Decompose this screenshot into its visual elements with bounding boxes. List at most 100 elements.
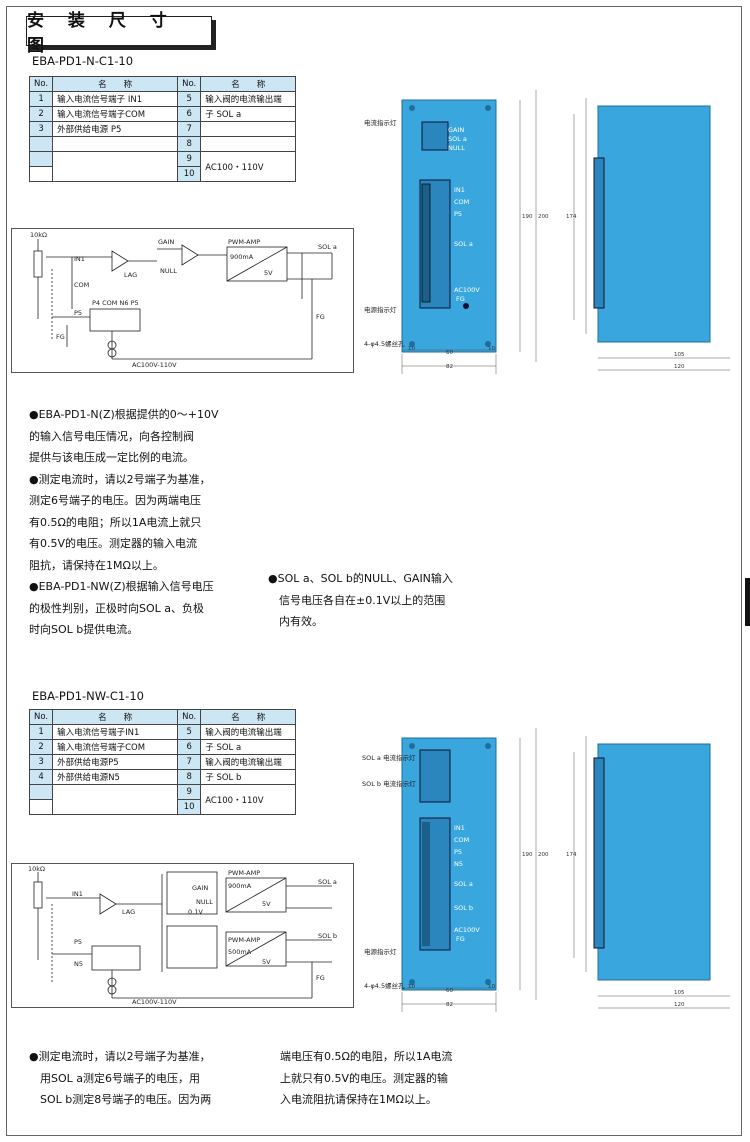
circuit-diagram-1: 10kΩ IN1 COM P5 GAIN LAG NULL PWM-AMP 90… xyxy=(11,228,354,373)
cell-name: 子 SOL a xyxy=(200,739,297,755)
term-fg: FG xyxy=(456,295,465,303)
label-gain: GAIN xyxy=(158,238,175,246)
model-title-2: EBA-PD1-NW-C1-10 xyxy=(32,689,144,703)
table-row: 9 AC100・110V xyxy=(28,784,297,815)
note-line: 端电压有0.5Ω的电阻，所以1A电流 xyxy=(280,1050,453,1063)
label-current-b: 500mA xyxy=(228,948,252,956)
dimension-drawing-1 xyxy=(401,90,730,374)
dim-200: 200 xyxy=(538,214,549,220)
note-line: 有0.5Ω的电阻；所以1A电流上就只 xyxy=(29,515,202,529)
side-tab-marker xyxy=(745,578,750,626)
term-sol-b: SOL b xyxy=(454,904,474,912)
label-gain: GAIN xyxy=(192,884,209,892)
note-line: 时向SOL b提供电流。 xyxy=(29,623,139,636)
dim-190: 190 xyxy=(522,214,533,220)
note-line: 内有效。 xyxy=(279,615,323,628)
label-ac: AC100V-110V xyxy=(132,361,177,369)
cell-name: 输入阀的电流输出端 xyxy=(200,724,297,740)
cell-name: 输入电流信号端子COM xyxy=(52,106,179,122)
dim-174: 174 xyxy=(566,852,577,858)
header-no: No. xyxy=(28,709,54,725)
circuit-diagram-2: 10kΩ IN1 GAIN LAG NULL PWM-AMP 900mA 5V … xyxy=(11,863,354,1008)
term-sol-a: SOL a xyxy=(454,240,473,248)
cell-no: 1 xyxy=(28,724,54,740)
dim-60: 60 xyxy=(446,350,453,356)
cell-no: 5 xyxy=(177,724,202,740)
term-com: COM xyxy=(454,836,470,844)
note-line: ●EBA-PD1-N(Z)根据提供的0～+10V xyxy=(29,408,219,421)
term-in1: IN1 xyxy=(454,824,465,832)
label-5v-a: 5V xyxy=(262,900,271,908)
cell-no: 4 xyxy=(28,769,54,785)
cell-no xyxy=(28,784,54,800)
dimension-drawing-2 xyxy=(401,728,730,1012)
sol-label: SOL a xyxy=(448,135,467,143)
cell-no: 7 xyxy=(177,121,202,137)
label-fg: FG xyxy=(316,313,325,321)
note-line: 入电流阻抗请保持在1MΩ以上。 xyxy=(280,1093,437,1106)
cell-name: 输入电流信号端子COM xyxy=(52,739,179,755)
term-ac: AC100V xyxy=(454,926,480,934)
cell-name xyxy=(52,136,179,152)
power-lamp-label: 电源指示灯 xyxy=(364,306,397,314)
label-5v-b: 5V xyxy=(262,958,271,966)
cell-no: 10 xyxy=(177,799,202,815)
cell-no: 9 xyxy=(177,151,202,167)
status-lamp-label: 电流指示灯 xyxy=(364,119,397,127)
cell-name: 输入电流信号端子 IN1 xyxy=(52,91,179,107)
notes-right-2: 端电压有0.5Ω的电阻，所以1A电流 上就只有0.5V的电压。测定器的输 入电流… xyxy=(280,1046,452,1111)
cell-no: 2 xyxy=(28,739,54,755)
cell-name xyxy=(200,136,297,152)
header-name: 名 称 xyxy=(200,76,297,92)
dim-174: 174 xyxy=(566,214,577,220)
terminal-table-2: No. 名 称 No. 名 称 1 输入电流信号端子IN1 5 输入阀的电流输出… xyxy=(28,709,297,815)
term-p5: P5 xyxy=(454,848,463,856)
label-fg: FG xyxy=(316,974,325,982)
note-line: ●测定电流时，请以2号端子为基准， xyxy=(29,1050,211,1063)
note-line: ●EBA-PD1-NW(Z)根据输入信号电压 xyxy=(29,580,214,593)
label-current: 900mA xyxy=(230,253,254,261)
note-line: 测定6号端子的电压。因为两端电压 xyxy=(29,494,201,507)
cell-name: AC100・110V xyxy=(200,784,297,815)
cell-name: 子 SOL b xyxy=(200,769,297,785)
table-row: 4 外部供给电源N5 8 子 SOL b xyxy=(28,769,297,785)
table-row: 9 AC100・110V xyxy=(28,151,297,182)
label-current-a: 900mA xyxy=(228,882,252,890)
cell-no: 7 xyxy=(177,754,202,770)
dim-200: 200 xyxy=(538,852,549,858)
cell-name: 外部供给电源N5 xyxy=(52,769,179,785)
dim-10-left: 10 xyxy=(408,346,415,352)
notes-right-1: ●SOL a、SOL b的NULL、GAIN输入 信号电压各自在±0.1V以上的… xyxy=(268,568,453,633)
term-p5: P5 xyxy=(454,210,463,218)
dim-10-right: 10 xyxy=(488,346,495,352)
note-line: 用SOL a测定6号端子的电压，用 xyxy=(40,1071,201,1085)
table-row: 2 输入电流信号端子COM 6 子 SOL a xyxy=(28,106,297,122)
cell-no: 8 xyxy=(177,769,202,785)
note-line: SOL b测定8号端子的电压。因为两 xyxy=(40,1093,212,1106)
table-row: 10 xyxy=(28,799,296,815)
sol-a-lamp-label: SOL a 电流指示灯 xyxy=(362,754,416,762)
table-row: 8 xyxy=(28,136,297,152)
cell-name xyxy=(200,121,297,137)
label-sol-a: SOL a xyxy=(318,878,337,886)
term-fg: FG xyxy=(456,935,465,943)
label-lag: LAG xyxy=(122,908,136,916)
note-line: ●测定电流时，请以2号端子为基准， xyxy=(29,472,211,486)
header-no: No. xyxy=(177,76,202,92)
label-resistor: 10kΩ xyxy=(30,231,48,239)
label-pwm-amp-a: PWM-AMP xyxy=(228,869,261,877)
cell-name: 输入阀的电流输出端 xyxy=(200,91,297,107)
cell-no xyxy=(28,151,54,167)
table-row: 3 外部供给电源P5 7 输入阀的电流输出端 xyxy=(28,754,297,770)
label-pwm-amp-b: PWM-AMP xyxy=(228,936,261,944)
mount-hole-label: 4-φ4.5螺丝孔 xyxy=(364,982,405,990)
note-line: 信号电压各自在±0.1V以上的范围 xyxy=(279,593,446,607)
label-null: NULL xyxy=(160,267,177,275)
dim-82: 82 xyxy=(446,364,453,370)
model-title-1: EBA-PD1-N-C1-10 xyxy=(32,54,134,68)
label-fg-left: FG xyxy=(56,333,65,341)
dim-10-right: 10 xyxy=(488,984,495,990)
terminal-table-1: No. 名 称 No. 名 称 1 输入电流信号端子 IN1 5 输入阀的电流输… xyxy=(28,76,297,182)
label-terminals: P4 COM N6 P5 xyxy=(92,299,139,307)
cell-name xyxy=(52,784,179,815)
